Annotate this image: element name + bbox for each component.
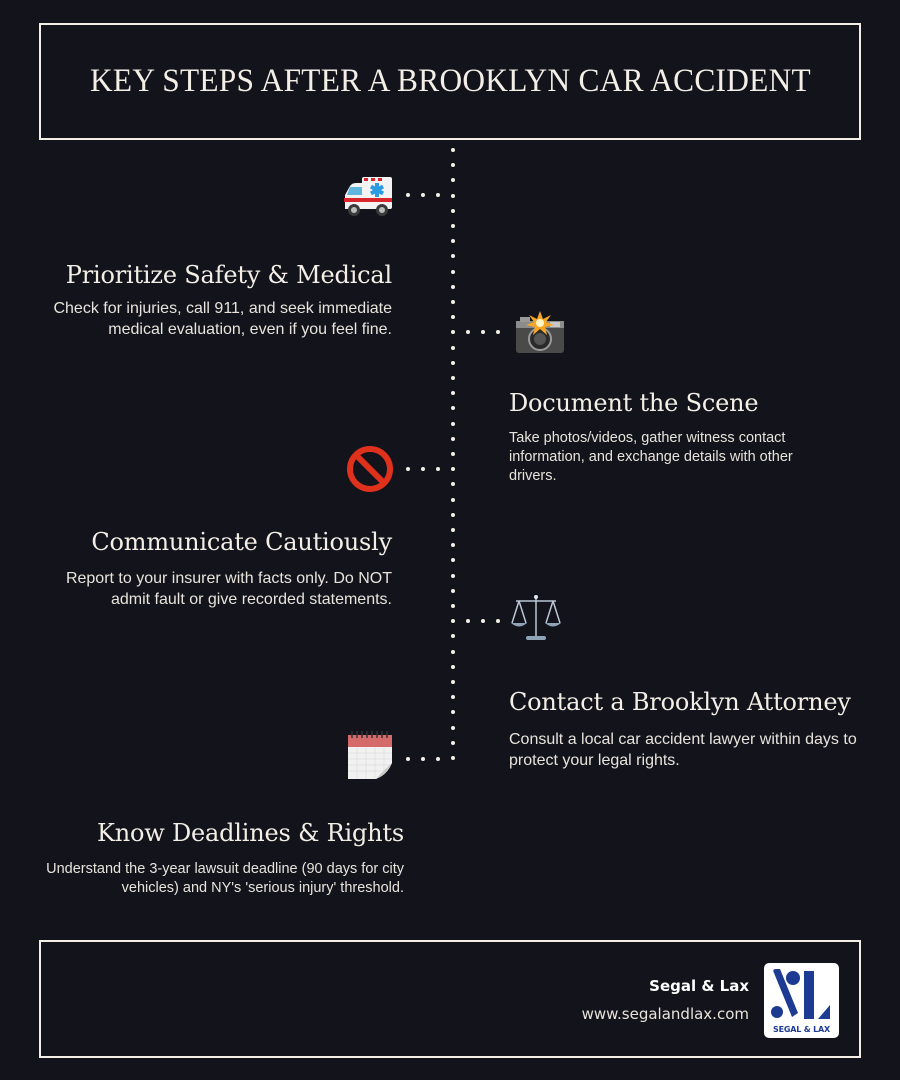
timeline-dot (451, 330, 455, 334)
timeline-dot (451, 285, 455, 289)
timeline-dot (451, 574, 455, 578)
title-banner: KEY STEPS AFTER A BROOKLYN CAR ACCIDENT (39, 23, 861, 140)
timeline-dot (451, 452, 455, 456)
timeline-dot (451, 695, 455, 699)
connector-dot (436, 193, 440, 197)
step-title-deadlines: Know Deadlines & Rights (96, 819, 404, 847)
connector-dot (421, 193, 425, 197)
timeline-dot (451, 270, 455, 274)
step-title-safety: Prioritize Safety & Medical (65, 261, 392, 289)
timeline-dot (451, 680, 455, 684)
step-title-attorney: Contact a Brooklyn Attorney (509, 688, 851, 716)
timeline-dot (451, 513, 455, 517)
timeline-dot (451, 178, 455, 182)
logo-caption: SEGAL & LAX (773, 1025, 830, 1034)
timeline-dot (451, 665, 455, 669)
timeline-dot (451, 406, 455, 410)
step-desc-deadlines: Understand the 3-year lawsuit deadline (… (46, 861, 404, 896)
step-desc-safety: Check for injuries, call 911, and seek i… (53, 300, 392, 338)
timeline-dot (451, 376, 455, 380)
timeline-dot (451, 619, 455, 623)
connector-dot (466, 619, 470, 623)
scales-of-justice-icon (510, 594, 562, 642)
page-title: KEY STEPS AFTER A BROOKLYN CAR ACCIDENT (89, 63, 811, 99)
timeline-dot (451, 482, 455, 486)
connector-dot (406, 467, 410, 471)
timeline-dot (451, 239, 455, 243)
timeline-dot (451, 361, 455, 365)
timeline-dot (451, 254, 455, 258)
timeline-dot (451, 543, 455, 547)
connector-dot (496, 619, 500, 623)
website-link[interactable]: www.segalandlax.com (581, 1005, 749, 1023)
camera-flash-icon (514, 308, 566, 356)
connector-dot (421, 467, 425, 471)
connector-dot (481, 330, 485, 334)
connector-dot (406, 757, 410, 761)
footer-banner: Segal & Lax www.segalandlax.com SEGAL & … (39, 940, 861, 1058)
connector-dot (496, 330, 500, 334)
step-title-communicate: Communicate Cautiously (91, 528, 392, 556)
connector-dot (466, 330, 470, 334)
timeline-dot (451, 209, 455, 213)
timeline-dot (451, 604, 455, 608)
timeline-dot (451, 726, 455, 730)
step-desc-communicate: Report to your insurer with facts only. … (65, 570, 392, 608)
timeline-dot (451, 467, 455, 471)
timeline-dot (451, 194, 455, 198)
step-title-document: Document the Scene (509, 389, 759, 417)
timeline-dot (451, 315, 455, 319)
connector-dot (406, 193, 410, 197)
timeline-dot (451, 710, 455, 714)
timeline-dot (451, 224, 455, 228)
timeline-dot (451, 528, 455, 532)
timeline-dot (451, 391, 455, 395)
timeline-dot (451, 589, 455, 593)
timeline-dot (451, 498, 455, 502)
timeline-dot (451, 346, 455, 350)
timeline-dot (451, 756, 455, 760)
calendar-icon (344, 731, 396, 779)
timeline-dot (451, 741, 455, 745)
step-desc-attorney: Consult a local car accident lawyer with… (509, 731, 857, 769)
company-name: Segal & Lax (649, 977, 749, 995)
timeline-dot (451, 634, 455, 638)
timeline-dot (451, 437, 455, 441)
timeline-dot (451, 148, 455, 152)
prohibited-icon (344, 445, 396, 493)
connector-dot (436, 757, 440, 761)
timeline-dot (451, 300, 455, 304)
company-logo: SEGAL & LAX (764, 963, 839, 1038)
step-desc-document: Take photos/videos, gather witness conta… (509, 430, 793, 484)
connector-dot (436, 467, 440, 471)
ambulance-icon (342, 172, 394, 220)
timeline-dot (451, 422, 455, 426)
sl-monogram-icon (771, 969, 830, 1019)
timeline-dot (451, 650, 455, 654)
timeline-dot (451, 558, 455, 562)
connector-dot (421, 757, 425, 761)
timeline-dot (451, 163, 455, 167)
connector-dot (481, 619, 485, 623)
